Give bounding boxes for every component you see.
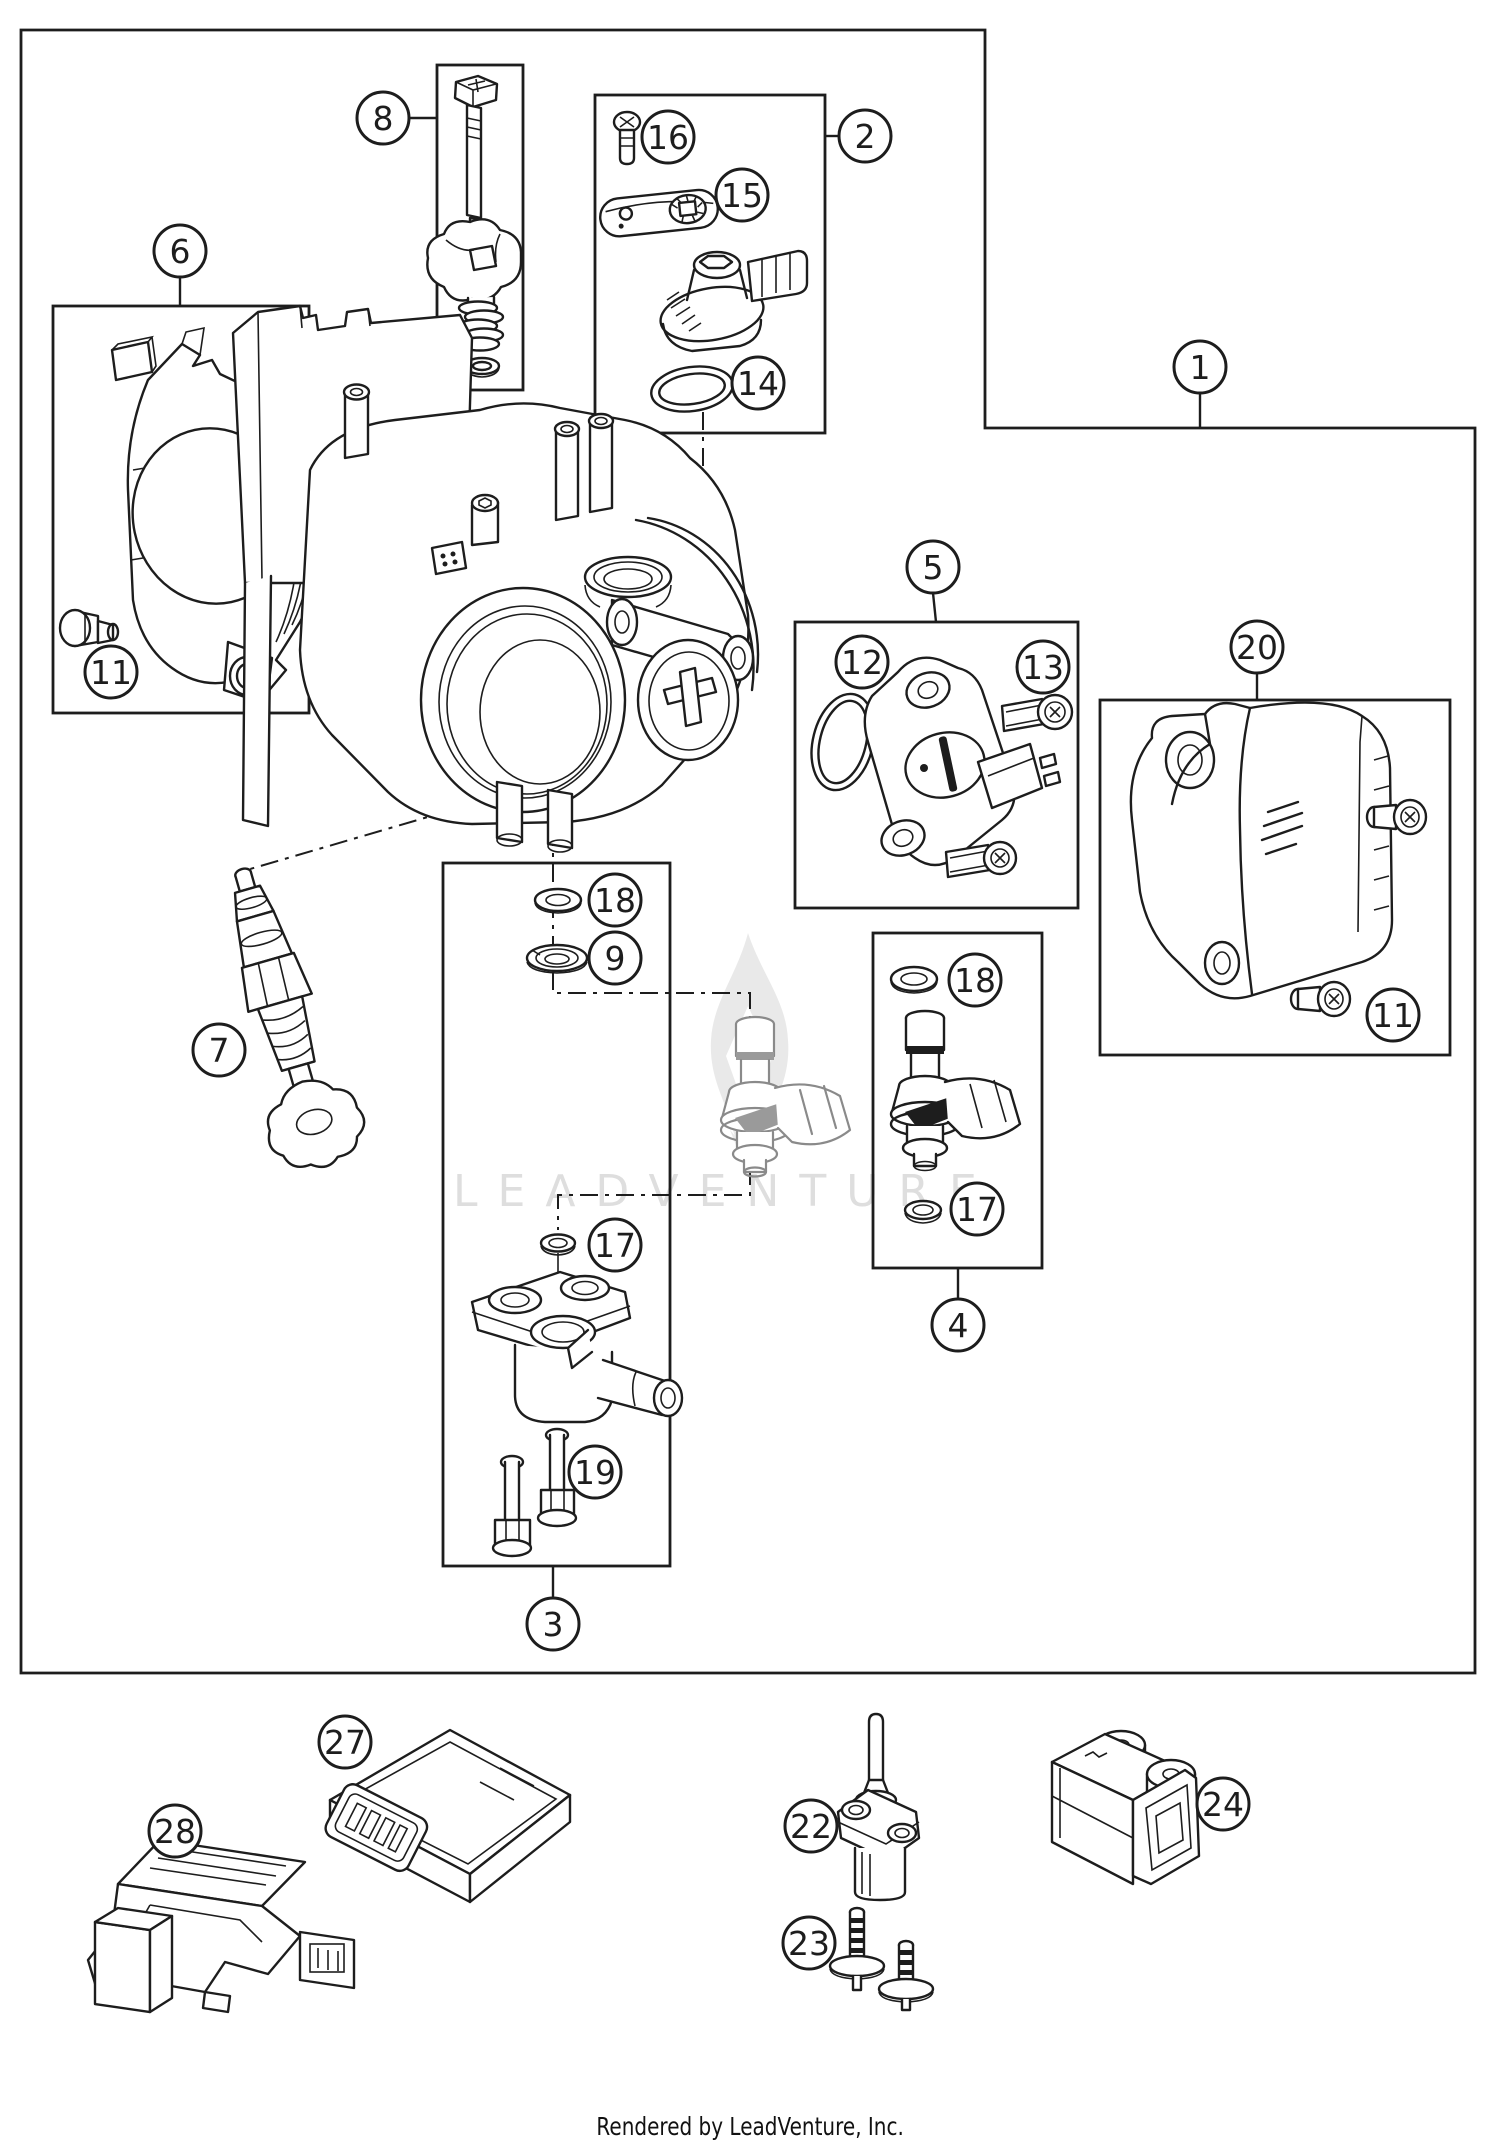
callout-1[interactable]: 1 [1172,339,1228,428]
callout-2[interactable]: 2 [825,108,893,164]
callout-12[interactable]: 12 [834,634,890,690]
main-boundary [19,28,1477,1675]
washer-drawing [463,356,501,378]
callout-27[interactable]: 27 [317,1714,373,1770]
bolt-13-upper-drawing [1000,693,1074,733]
lever-15-drawing [599,188,719,238]
throttle-valve-head-drawing [659,249,809,353]
idle-screw-drawing [233,867,366,1169]
callout-7[interactable]: 7 [191,1022,247,1078]
callout-17-16[interactable]: 17 [587,1217,643,1273]
callout-9[interactable]: 9 [587,930,643,986]
svg-text:13: 13 [1022,648,1064,687]
callout-28[interactable]: 28 [147,1803,203,1859]
svg-text:16: 16 [647,118,689,157]
svg-text:18: 18 [954,961,996,1000]
svg-text:8: 8 [373,99,394,138]
callout-3[interactable]: 3 [525,1566,581,1652]
svg-text:24: 24 [1202,1785,1244,1824]
svg-text:1: 1 [1190,348,1211,387]
control-module-drawing [86,1838,356,2014]
callout-5[interactable]: 5 [905,539,961,623]
callout-19[interactable]: 19 [567,1444,623,1500]
group-box-5 [793,620,1080,910]
assembly-line-injector-bottom [557,1167,751,1230]
bolt-19-left-drawing [491,1454,533,1558]
long-bolt-drawing [453,74,499,243]
callout-11-10[interactable]: 11 [1365,987,1421,1043]
group-box-8 [435,63,525,392]
svg-text:6: 6 [170,232,191,271]
svg-text:20: 20 [1236,628,1278,667]
purge-valve-drawing [470,1270,684,1424]
screw-16-drawing [612,110,642,166]
callout-16[interactable]: 16 [640,109,696,165]
temp-sensor-drawing [836,1712,921,1902]
callout-13[interactable]: 13 [1015,639,1071,695]
footer-credit: Rendered by LeadVenture, Inc. [0,2112,1500,2141]
svg-text:3: 3 [543,1605,564,1644]
svg-text:19: 19 [574,1453,616,1492]
svg-text:4: 4 [948,1306,969,1345]
seal-17-drawing [539,1233,577,1256]
svg-text:27: 27 [324,1723,366,1762]
svg-text:23: 23 [788,1924,830,1963]
group-box-2 [593,93,827,435]
seal-17b-drawing [903,1199,943,1224]
svg-text:11: 11 [90,653,132,692]
callout-leader-line [931,592,938,623]
callout-11-9[interactable]: 11 [83,644,139,700]
callout-20[interactable]: 20 [1229,619,1285,700]
callout-14[interactable]: 14 [730,355,786,411]
callout-4[interactable]: 4 [930,1268,986,1353]
svg-text:9: 9 [605,939,626,978]
screw-23-left-drawing [828,1906,886,1992]
connector-housing-drawing [1050,1729,1201,1886]
svg-text:14: 14 [737,364,779,403]
svg-text:11: 11 [1372,996,1414,1035]
ecu-drawing [324,1728,572,1904]
svg-text:2: 2 [855,117,876,156]
group-box-3 [441,861,672,1568]
throttle-body-drawing [231,304,760,853]
svg-text:17: 17 [594,1226,636,1265]
callout-15[interactable]: 15 [714,167,770,223]
sensor-cover-drawing [1129,701,1394,1000]
callout-22[interactable]: 22 [783,1798,839,1854]
screw-11-lower-drawing [1289,980,1352,1018]
watermark-text: LEADVENTURE [453,1166,997,1217]
callout-24[interactable]: 24 [1195,1776,1251,1832]
callout-6[interactable]: 6 [152,223,208,306]
svg-text:5: 5 [923,548,944,587]
svg-text:28: 28 [154,1812,196,1851]
svg-text:12: 12 [841,643,883,682]
bolt-19-right-drawing [536,1427,578,1528]
bolt-13-lower-drawing [944,840,1018,879]
seal-18-drawing [533,887,583,914]
lock-washer-9-drawing [525,943,589,974]
screw-23-right-drawing [877,1939,935,2012]
callout-8[interactable]: 8 [355,90,437,146]
assembly-line-injector-top [552,828,751,1021]
group-box-20 [1098,698,1452,1057]
callout-18-18[interactable]: 18 [587,872,643,928]
svg-text:15: 15 [721,176,763,215]
svg-text:7: 7 [209,1031,230,1070]
callout-17-17[interactable]: 17 [949,1181,1005,1237]
plug-11-drawing [58,608,120,648]
svg-text:22: 22 [790,1807,832,1846]
seal-18b-drawing [889,965,939,994]
screw-11-upper-drawing [1365,798,1428,836]
spring-drawing [457,300,505,352]
footer-credit-text: Rendered by LeadVenture, Inc. [596,2112,904,2141]
injector-4-drawing [889,1009,1022,1172]
tps-sensor-drawing [863,656,1062,867]
callout-23[interactable]: 23 [781,1915,837,1971]
o-ring-14-drawing [650,365,734,413]
svg-text:17: 17 [956,1190,998,1229]
svg-text:18: 18 [594,881,636,920]
injector-ghost-drawing [719,1015,852,1178]
callout-18-19[interactable]: 18 [947,952,1003,1008]
